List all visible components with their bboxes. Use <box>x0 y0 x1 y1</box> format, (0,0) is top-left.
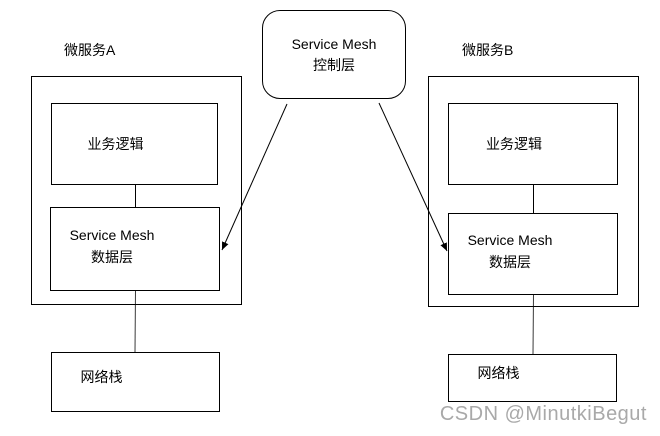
microservice-b-network-stack-label: 网络栈 <box>477 365 520 381</box>
microservice-b-business-logic-label: 业务逻辑 <box>486 136 542 152</box>
control-plane-label: Service Mesh 控制层 <box>291 35 377 73</box>
microservice-a-network-stack-label: 网络栈 <box>80 369 123 385</box>
microservice-a-data-plane-label: Service Mesh 数据层 <box>69 227 155 265</box>
microservice-a-network-stack-box: 网络栈 <box>51 352 220 412</box>
microservice-b-title: 微服务B <box>462 42 514 58</box>
microservice-b-container <box>428 76 639 307</box>
csdn-watermark: CSDN @MinutkiBegut <box>439 403 647 425</box>
microservice-a-data-plane-box: Service Mesh 数据层 <box>50 207 220 291</box>
microservice-a-business-logic-label: 业务逻辑 <box>87 136 144 152</box>
microservice-b-business-logic-box: 业务逻辑 <box>448 103 618 185</box>
microservice-b-data-plane-box: Service Mesh 数据层 <box>448 213 618 295</box>
microservice-a-container <box>31 76 242 305</box>
microservice-a-title: 微服务A <box>64 42 116 58</box>
microservice-b-data-plane-label: Service Mesh 数据层 <box>467 232 553 270</box>
control-plane-box: Service Mesh 控制层 <box>262 10 406 99</box>
microservice-a-business-logic-box: 业务逻辑 <box>51 103 218 185</box>
microservice-b-network-stack-box: 网络栈 <box>448 354 617 402</box>
